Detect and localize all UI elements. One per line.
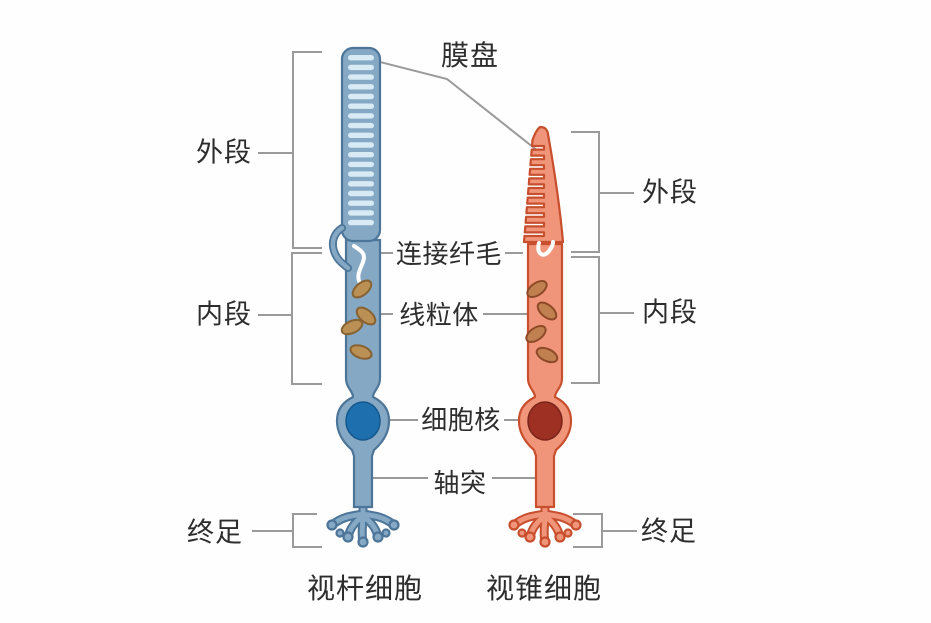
rod-terminal-tip bbox=[388, 519, 400, 531]
rod-inner-segment-and-body bbox=[335, 238, 391, 509]
outer-segment-label-right: 外段 bbox=[642, 177, 698, 208]
cone-nucleus bbox=[527, 401, 563, 441]
mitochondria-label: 线粒体 bbox=[399, 300, 479, 330]
rod-connecting-cilium-icon bbox=[352, 244, 366, 283]
outer-segment-right-bracket bbox=[571, 131, 634, 253]
cone-terminal-tip bbox=[517, 528, 527, 538]
membrane-disc-stripe bbox=[348, 84, 374, 90]
rod-cilium-hook bbox=[330, 225, 351, 271]
membrane-disc-stripe bbox=[348, 64, 374, 71]
membrane-disc-leader-line bbox=[379, 61, 544, 156]
nucleus-label: 细胞核 bbox=[421, 405, 501, 435]
rod-terminal-tip bbox=[381, 528, 391, 538]
outer-segment-left-bracket bbox=[258, 51, 322, 249]
rod-terminal-tips bbox=[326, 519, 400, 548]
rod-terminal-tip bbox=[357, 536, 369, 548]
cone-terminal-tip bbox=[539, 536, 551, 548]
rod-terminal-tip bbox=[326, 519, 338, 531]
cone-connecting-cilium-icon bbox=[536, 240, 555, 257]
mitochondrion-shape bbox=[525, 325, 547, 343]
membrane-disc-stripe bbox=[348, 93, 374, 100]
cone-terminal-tip bbox=[563, 528, 573, 538]
rod-nucleus bbox=[345, 401, 381, 441]
membrane-disc-stripe bbox=[348, 122, 374, 129]
membrane-disc-stripe bbox=[348, 132, 374, 138]
membrane-disc-stripe bbox=[348, 142, 374, 148]
rod-cell-illustration bbox=[326, 46, 400, 548]
membrane-disc-stripe bbox=[348, 210, 374, 216]
mitochondrion-shape bbox=[355, 306, 377, 326]
cone-mitochondria bbox=[525, 280, 559, 364]
membrane-disc-stripe bbox=[348, 74, 374, 80]
cone-terminal-tip bbox=[524, 531, 536, 543]
membrane-disc-stripe bbox=[348, 55, 374, 61]
membrane-disc-stripe bbox=[348, 171, 374, 177]
cone-terminal-tip bbox=[570, 519, 582, 531]
mitochondrion-shape bbox=[526, 280, 548, 298]
membrane-disc-stripe bbox=[348, 103, 374, 109]
connecting-cilium-label: 连接纤毛 bbox=[395, 239, 503, 269]
inner-segment-label-right: 内段 bbox=[642, 297, 698, 328]
rod-terminal-tip bbox=[372, 531, 384, 543]
outer-segment-label-left: 外段 bbox=[196, 137, 252, 168]
rod-membrane-discs bbox=[348, 55, 374, 226]
inner-segment-right-bracket bbox=[571, 256, 634, 384]
rod-mitochondria bbox=[340, 279, 377, 360]
membrane-disc-stripe bbox=[348, 152, 374, 158]
membrane-disc-stripe bbox=[348, 161, 374, 168]
cone-cell-illustration bbox=[508, 125, 582, 548]
axon-label: 轴突 bbox=[433, 468, 487, 498]
terminal-foot-left-bracket bbox=[252, 513, 322, 548]
terminal-foot-right-bracket bbox=[573, 513, 637, 548]
cone-terminal-tip bbox=[508, 519, 520, 531]
mitochondrion-shape bbox=[351, 279, 373, 299]
rod-terminal-tip bbox=[335, 528, 345, 538]
mitochondrion-shape bbox=[340, 318, 364, 336]
cone-cell-name-label: 视锥细胞 bbox=[485, 573, 603, 604]
cone-terminal-tips bbox=[508, 519, 582, 548]
membrane-disc-label: 膜盘 bbox=[440, 40, 500, 71]
membrane-disc-stripe bbox=[348, 113, 374, 119]
inner-segment-label-left: 内段 bbox=[196, 299, 252, 330]
cone-inner-segment-and-body bbox=[517, 242, 573, 509]
rod-cell-name-label: 视杆细胞 bbox=[306, 573, 424, 604]
membrane-disc-stripe bbox=[348, 219, 374, 226]
rod-terminal-tip bbox=[342, 531, 354, 543]
mitochondrion-shape bbox=[349, 344, 373, 360]
membrane-disc-stripe bbox=[348, 190, 374, 197]
cone-outer-segment bbox=[522, 125, 565, 244]
cone-terminal-tip bbox=[554, 531, 566, 543]
terminal-foot-label-right: 终足 bbox=[641, 516, 697, 547]
mitochondrion-shape bbox=[535, 346, 559, 364]
terminal-foot-label-left: 终足 bbox=[187, 517, 243, 548]
mitochondrion-shape bbox=[536, 301, 558, 321]
membrane-disc-stripe bbox=[348, 200, 374, 206]
inner-segment-left-bracket bbox=[258, 252, 322, 385]
membrane-disc-stripe bbox=[348, 181, 374, 187]
